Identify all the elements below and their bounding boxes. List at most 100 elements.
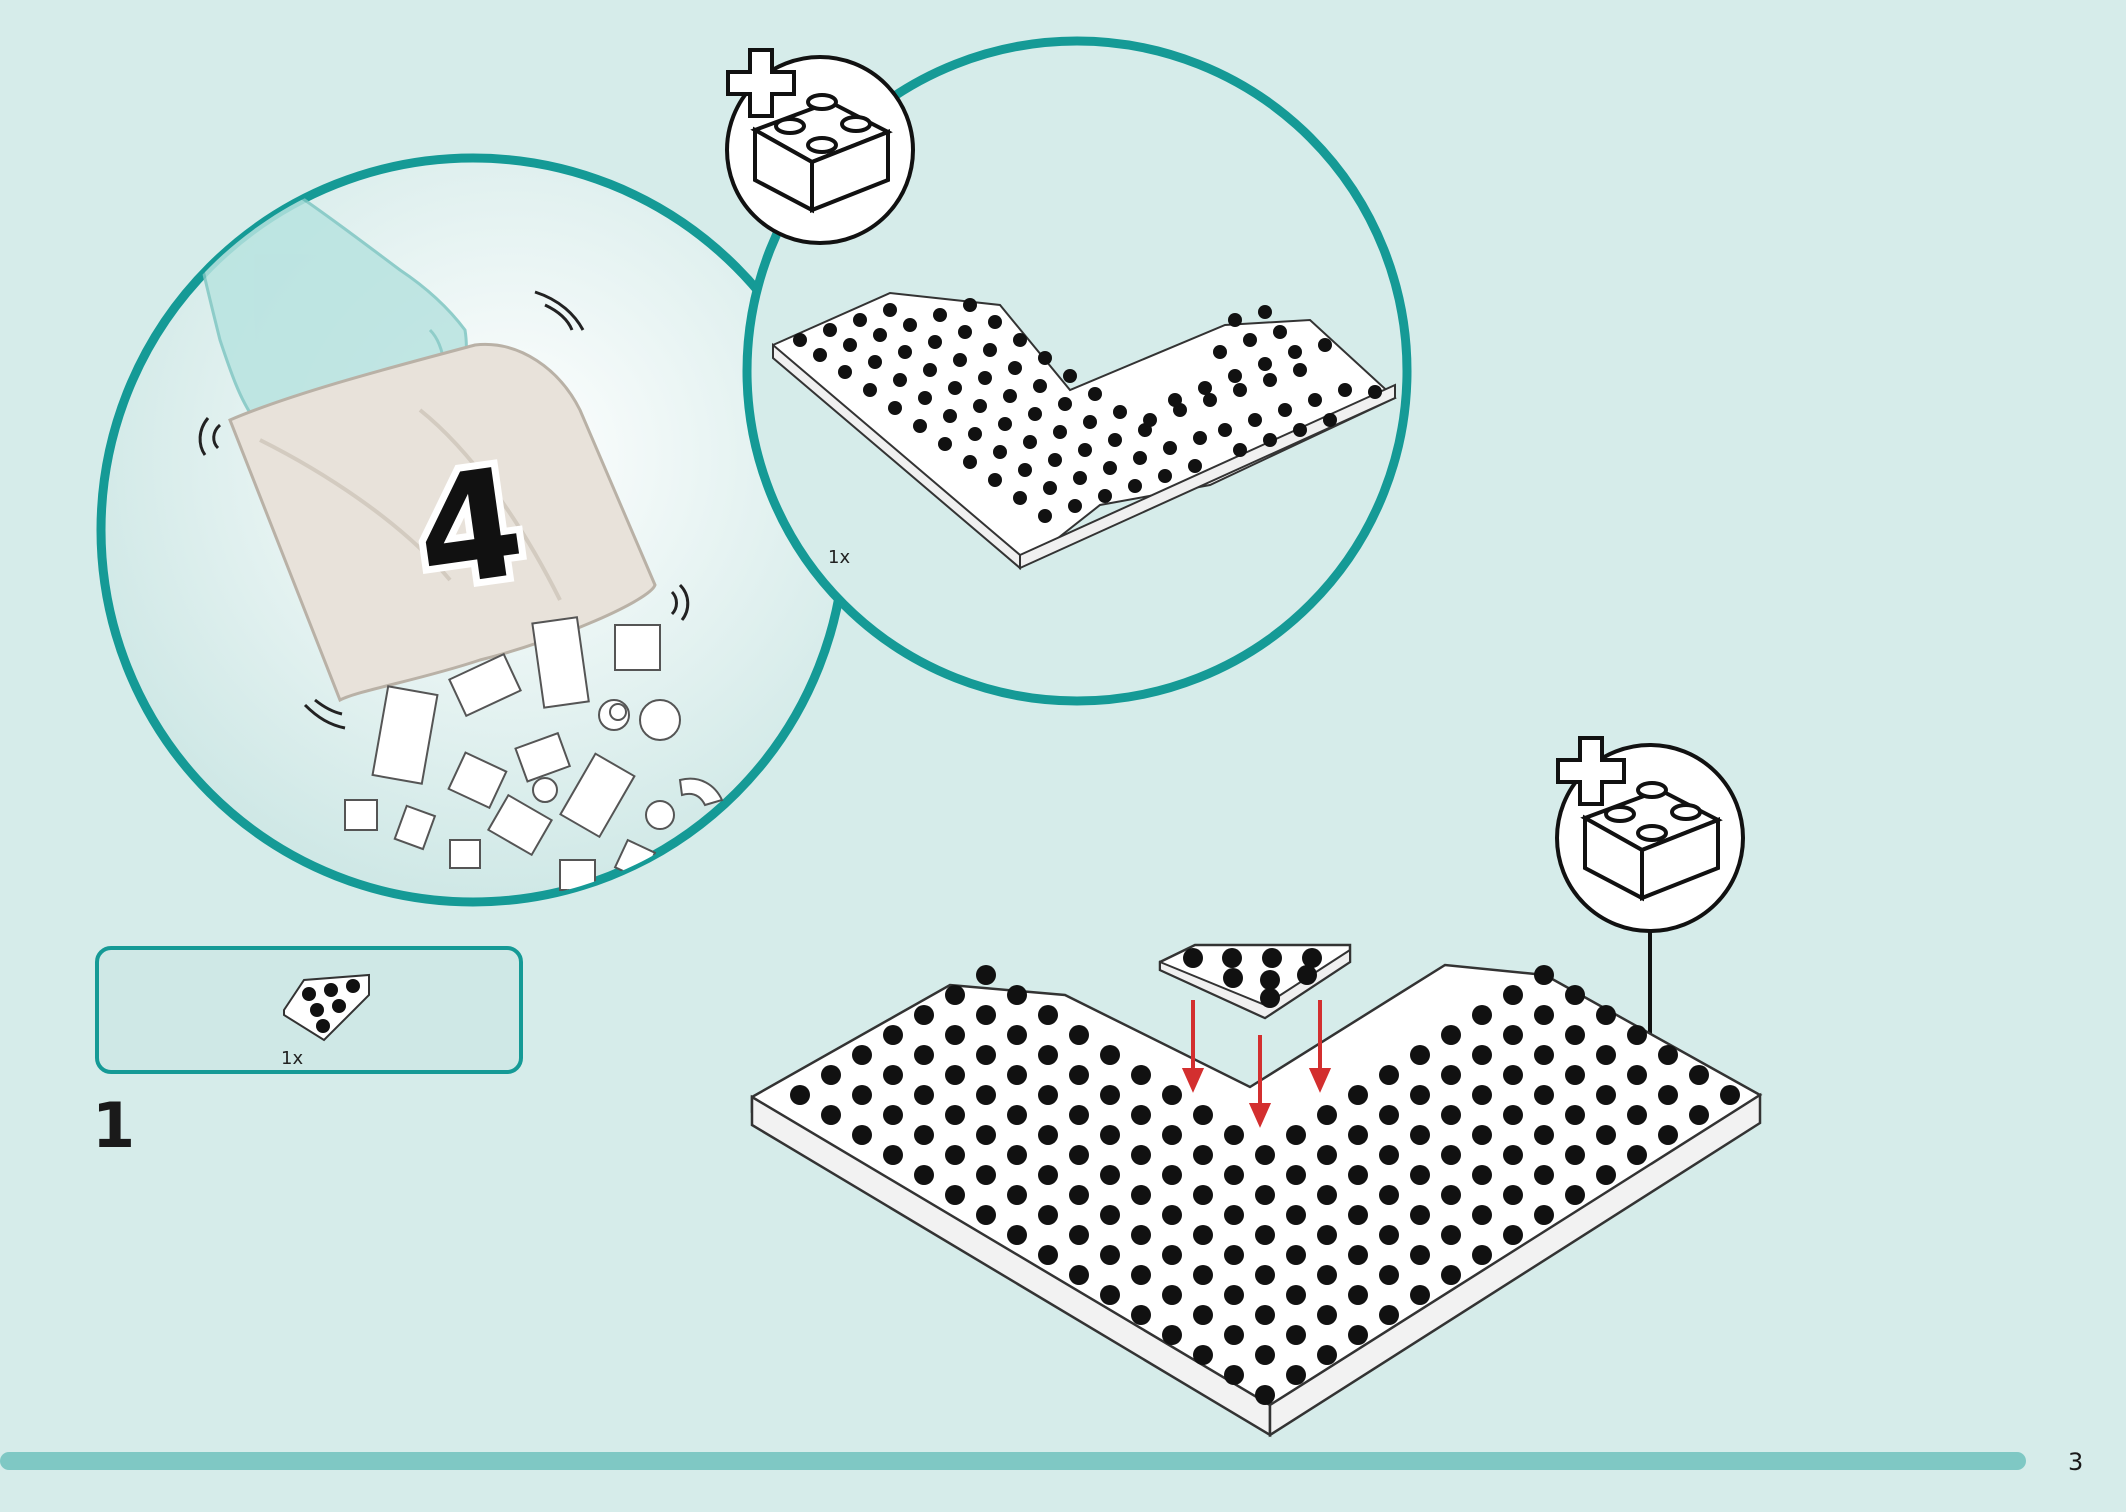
stud bbox=[1658, 1125, 1678, 1145]
stud bbox=[1286, 1365, 1306, 1385]
stud bbox=[1007, 985, 1027, 1005]
stud bbox=[976, 1085, 996, 1105]
stud bbox=[1100, 1085, 1120, 1105]
stud bbox=[1131, 1185, 1151, 1205]
stud bbox=[1379, 1305, 1399, 1325]
stud bbox=[1410, 1245, 1430, 1265]
stud bbox=[1038, 1125, 1058, 1145]
stud bbox=[1162, 1205, 1182, 1225]
stud bbox=[1317, 1145, 1337, 1165]
stud bbox=[1131, 1265, 1151, 1285]
stud bbox=[1658, 1085, 1678, 1105]
stud bbox=[1379, 1145, 1399, 1165]
stud bbox=[1596, 1085, 1616, 1105]
stud bbox=[1689, 1065, 1709, 1085]
stud bbox=[1565, 1105, 1585, 1125]
stud bbox=[852, 1045, 872, 1065]
stud bbox=[883, 1025, 903, 1045]
stud bbox=[821, 1065, 841, 1085]
stud bbox=[914, 1005, 934, 1025]
stud bbox=[976, 1045, 996, 1065]
stud bbox=[1193, 1225, 1213, 1245]
stud bbox=[1038, 1165, 1058, 1185]
stud bbox=[1069, 1185, 1089, 1205]
stud bbox=[1379, 1265, 1399, 1285]
stud bbox=[1069, 1025, 1089, 1045]
stud bbox=[1317, 1265, 1337, 1285]
stud bbox=[1162, 1245, 1182, 1265]
stud bbox=[1069, 1145, 1089, 1165]
stud bbox=[1224, 1125, 1244, 1145]
stud bbox=[1255, 1385, 1275, 1405]
stud bbox=[1472, 1245, 1492, 1265]
stud bbox=[976, 1005, 996, 1025]
stud bbox=[1565, 1185, 1585, 1205]
stud bbox=[976, 965, 996, 985]
stud bbox=[1441, 1105, 1461, 1125]
stud bbox=[1534, 1045, 1554, 1065]
stud bbox=[1286, 1165, 1306, 1185]
stud bbox=[945, 1105, 965, 1125]
stud bbox=[1131, 1305, 1151, 1325]
stud bbox=[1348, 1125, 1368, 1145]
stud bbox=[1193, 1145, 1213, 1165]
stud bbox=[1472, 1005, 1492, 1025]
stud bbox=[1534, 1165, 1554, 1185]
stud bbox=[1379, 1185, 1399, 1205]
main-studs bbox=[790, 965, 1740, 1405]
stud bbox=[1565, 985, 1585, 1005]
stud bbox=[1069, 1065, 1089, 1085]
stud bbox=[1286, 1245, 1306, 1265]
stud bbox=[1224, 1245, 1244, 1265]
submodel-studs bbox=[793, 298, 1382, 523]
stud bbox=[1534, 965, 1554, 985]
stud bbox=[1627, 1105, 1647, 1125]
stud bbox=[1286, 1325, 1306, 1345]
stud bbox=[1286, 1125, 1306, 1145]
stud bbox=[1472, 1045, 1492, 1065]
stud bbox=[1658, 1045, 1678, 1065]
stud bbox=[1255, 1145, 1275, 1165]
stud bbox=[1565, 1145, 1585, 1165]
stud bbox=[1627, 1025, 1647, 1045]
stud bbox=[1286, 1205, 1306, 1225]
stud bbox=[1193, 1265, 1213, 1285]
stud bbox=[1069, 1225, 1089, 1245]
stud bbox=[1162, 1285, 1182, 1305]
stud bbox=[1534, 1085, 1554, 1105]
stud bbox=[1410, 1085, 1430, 1105]
stud bbox=[1720, 1085, 1740, 1105]
stud bbox=[914, 1045, 934, 1065]
stud bbox=[1100, 1165, 1120, 1185]
stud bbox=[1224, 1285, 1244, 1305]
stud bbox=[852, 1125, 872, 1145]
stud bbox=[1162, 1165, 1182, 1185]
stud bbox=[1441, 1225, 1461, 1245]
stud bbox=[1503, 1185, 1523, 1205]
stud bbox=[1255, 1305, 1275, 1325]
stud bbox=[1379, 1225, 1399, 1245]
stud bbox=[1472, 1165, 1492, 1185]
stud bbox=[1038, 1205, 1058, 1225]
stud bbox=[914, 1085, 934, 1105]
stud bbox=[1503, 1145, 1523, 1165]
stud bbox=[1224, 1365, 1244, 1385]
stud bbox=[1441, 1185, 1461, 1205]
stud bbox=[1038, 1005, 1058, 1025]
stud bbox=[1069, 1265, 1089, 1285]
stud bbox=[1224, 1205, 1244, 1225]
main-baseplate bbox=[750, 943, 1763, 1438]
stud bbox=[976, 1125, 996, 1145]
stud bbox=[1255, 1265, 1275, 1285]
stud bbox=[1503, 1105, 1523, 1125]
bag-number: 4 bbox=[406, 436, 534, 623]
stud bbox=[1410, 1165, 1430, 1185]
progress-bar bbox=[0, 1452, 2026, 1470]
stud bbox=[1100, 1245, 1120, 1265]
stud bbox=[1348, 1285, 1368, 1305]
add-brick-icon-main bbox=[1555, 736, 1745, 1056]
falling-bricks-icon bbox=[344, 616, 724, 891]
stud bbox=[1224, 1325, 1244, 1345]
stud bbox=[1317, 1305, 1337, 1325]
page-number: 3 bbox=[2068, 1448, 2084, 1476]
